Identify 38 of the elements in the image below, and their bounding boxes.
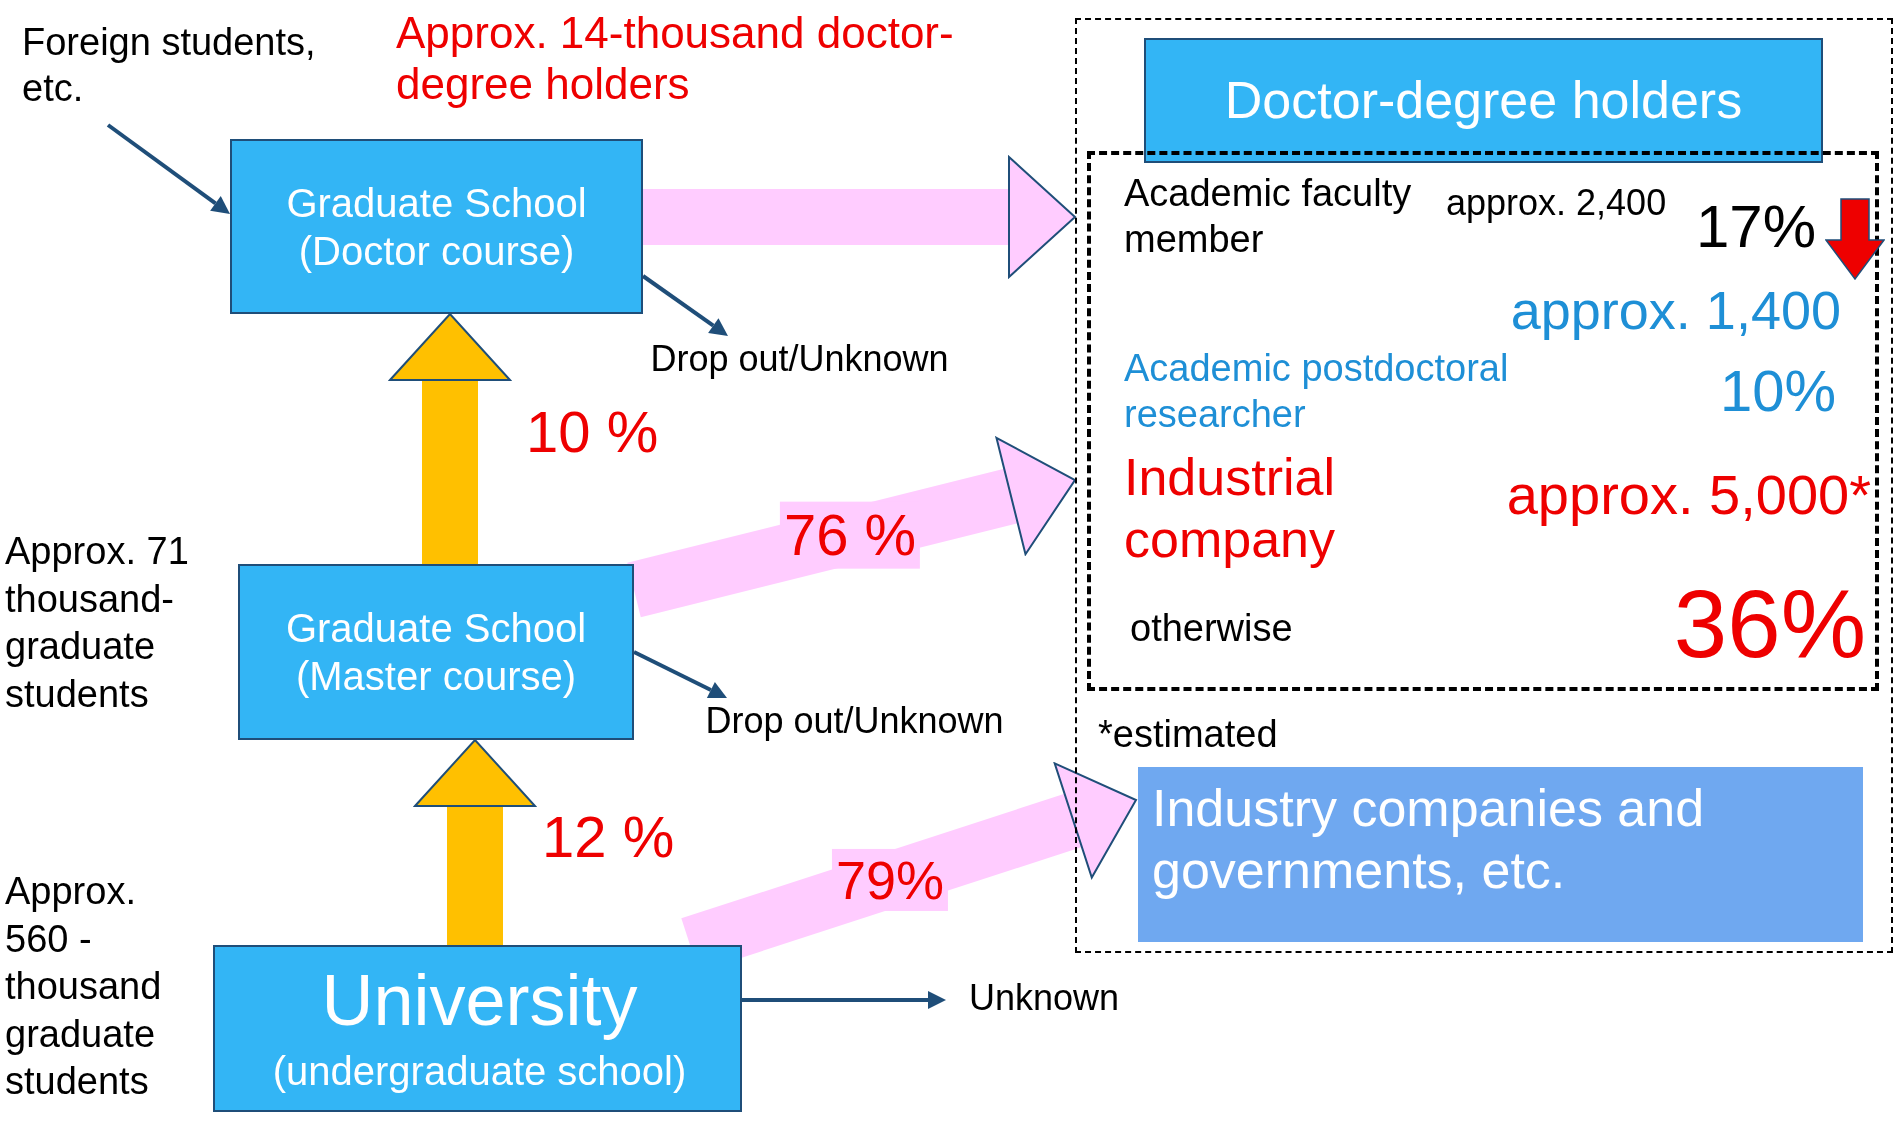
edge-label: 76 % bbox=[779, 501, 921, 569]
arrow bbox=[742, 991, 946, 1009]
process-box bbox=[1144, 38, 1823, 163]
node-text: Unknown bbox=[967, 976, 1121, 1021]
arrow bbox=[633, 650, 727, 699]
block-arrow bbox=[414, 739, 536, 945]
dashed-group-box bbox=[1075, 18, 1893, 953]
process-box bbox=[238, 564, 634, 740]
side-note: Approx. 560 -thousand graduate students bbox=[5, 869, 163, 1104]
side-note: Approx. 71 thousand-graduate students bbox=[5, 529, 190, 717]
box-text: 17% bbox=[1696, 192, 1818, 262]
process-box bbox=[213, 945, 742, 1112]
box-text: 10% bbox=[1718, 357, 1836, 425]
edge-label: 79% bbox=[831, 848, 949, 912]
box-text: approx. 1,400 bbox=[1509, 279, 1841, 342]
box-text: 36% bbox=[1672, 569, 1866, 676]
block-arrow bbox=[643, 156, 1076, 278]
box-text: Academic postdoctoral researcher bbox=[1124, 346, 1510, 437]
box-text: (undergraduate school) bbox=[271, 1048, 688, 1095]
process-box bbox=[1138, 767, 1863, 942]
block-arrow bbox=[389, 313, 511, 564]
arrow bbox=[106, 123, 230, 214]
node-text: Drop out/Unknown bbox=[649, 337, 950, 382]
block-arrow bbox=[627, 436, 1076, 618]
process-box bbox=[230, 139, 643, 314]
box-text: Industry companies and governments, etc. bbox=[1152, 778, 1706, 902]
box-text: approx. 5,000* bbox=[1505, 462, 1871, 527]
node-text: Foreign students, etc. bbox=[22, 20, 317, 111]
footnote: *estimated bbox=[1098, 712, 1278, 757]
box-text: Industrial company bbox=[1124, 447, 1336, 571]
box-text: Graduate School (Master course) bbox=[284, 605, 588, 700]
box-text: approx. 2,400 bbox=[1446, 181, 1668, 225]
box-text: otherwise bbox=[1130, 606, 1294, 651]
box-text: Graduate School (Doctor course) bbox=[285, 179, 588, 275]
node-text: Drop out/Unknown bbox=[704, 699, 1005, 744]
box-text: Doctor-degree holders bbox=[1223, 70, 1744, 132]
box-text: Academic faculty member bbox=[1124, 171, 1413, 262]
box-text: University bbox=[320, 959, 639, 1042]
